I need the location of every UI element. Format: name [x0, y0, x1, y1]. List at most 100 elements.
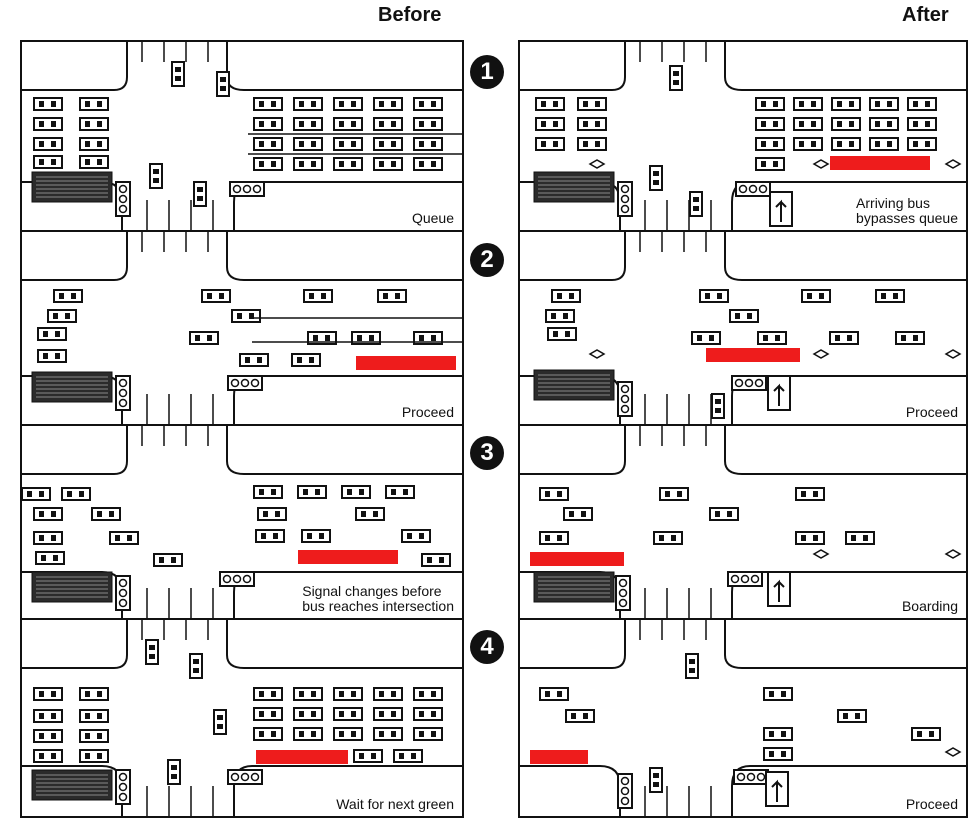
car-window: [855, 713, 860, 719]
car-window: [51, 733, 56, 739]
car-window: [193, 659, 199, 664]
car-window: [925, 141, 930, 147]
car-window: [85, 733, 90, 739]
car-window: [583, 713, 588, 719]
car-icon: [254, 98, 282, 110]
car-window: [220, 86, 226, 91]
car-icon: [36, 552, 64, 564]
car-window: [557, 535, 562, 541]
car-icon: [764, 688, 792, 700]
car-icon: [896, 332, 924, 344]
car-window: [39, 101, 44, 107]
car-icon: [22, 488, 50, 500]
car-icon: [54, 290, 82, 302]
traffic-signal-icon: [618, 774, 632, 808]
traffic-signal-icon: [734, 770, 768, 784]
car-window: [311, 121, 316, 127]
car-window: [715, 408, 721, 413]
traffic-signal-icon: [736, 182, 770, 196]
car-window: [769, 691, 774, 697]
car-icon: [294, 118, 322, 130]
car-icon: [912, 728, 940, 740]
car-window: [391, 691, 396, 697]
car-icon: [342, 486, 370, 498]
car-window: [369, 335, 374, 341]
car-window: [263, 511, 268, 517]
car-icon: [374, 708, 402, 720]
car-window: [419, 335, 424, 341]
car-window: [39, 753, 44, 759]
car-window: [901, 335, 906, 341]
car-icon: [92, 508, 120, 520]
road-edge: [520, 620, 625, 668]
car-icon: [764, 728, 792, 740]
car-window: [431, 731, 436, 737]
car-window: [97, 121, 102, 127]
road-edge: [520, 42, 625, 90]
car-icon: [256, 530, 284, 542]
car-icon: [692, 332, 720, 344]
car-window: [761, 141, 766, 147]
car-window: [763, 335, 768, 341]
car-window: [863, 535, 868, 541]
car-icon: [870, 118, 898, 130]
car-window: [659, 535, 664, 541]
car-icon: [796, 488, 824, 500]
car-window: [351, 731, 356, 737]
car-window: [51, 713, 56, 719]
car-window: [39, 733, 44, 739]
car-window: [85, 753, 90, 759]
car-window: [325, 335, 330, 341]
car-window: [913, 335, 918, 341]
traffic-signal-icon: [618, 182, 632, 216]
car-icon: [34, 688, 62, 700]
car-window: [419, 121, 424, 127]
car-window: [379, 141, 384, 147]
road-edge: [22, 426, 127, 474]
car-window: [769, 731, 774, 737]
road-edge: [227, 232, 462, 280]
car-window: [419, 533, 424, 539]
car-window: [811, 121, 816, 127]
car-window: [541, 141, 546, 147]
car-window: [671, 535, 676, 541]
car-window: [65, 313, 70, 319]
car-window: [813, 535, 818, 541]
car-window: [97, 141, 102, 147]
car-icon: [908, 138, 936, 150]
car-window: [653, 782, 659, 787]
car-window: [299, 731, 304, 737]
car-window: [85, 101, 90, 107]
car-window: [195, 335, 200, 341]
car-window: [843, 713, 848, 719]
car-window: [53, 313, 58, 319]
car-window: [193, 668, 199, 673]
car-window: [419, 141, 424, 147]
car-window: [847, 335, 852, 341]
car-window: [299, 691, 304, 697]
car-icon: [394, 750, 422, 762]
car-icon: [536, 98, 564, 110]
car-icon: [254, 158, 282, 170]
bus-icon: [530, 750, 588, 764]
car-window: [271, 489, 276, 495]
car-window: [379, 161, 384, 167]
car-window: [677, 491, 682, 497]
car-icon: [194, 182, 206, 206]
car-icon: [150, 164, 162, 188]
car-window: [79, 491, 84, 497]
car-window: [271, 691, 276, 697]
car-icon: [876, 290, 904, 302]
car-window: [407, 533, 412, 539]
bus-icon: [706, 348, 800, 362]
car-window: [835, 335, 840, 341]
car-icon: [354, 750, 382, 762]
car-window: [299, 121, 304, 127]
car-window: [39, 511, 44, 517]
car-window: [811, 141, 816, 147]
car-window: [427, 557, 432, 563]
car-icon: [700, 290, 728, 302]
car-window: [595, 141, 600, 147]
car-icon: [756, 158, 784, 170]
car-icon: [172, 62, 184, 86]
